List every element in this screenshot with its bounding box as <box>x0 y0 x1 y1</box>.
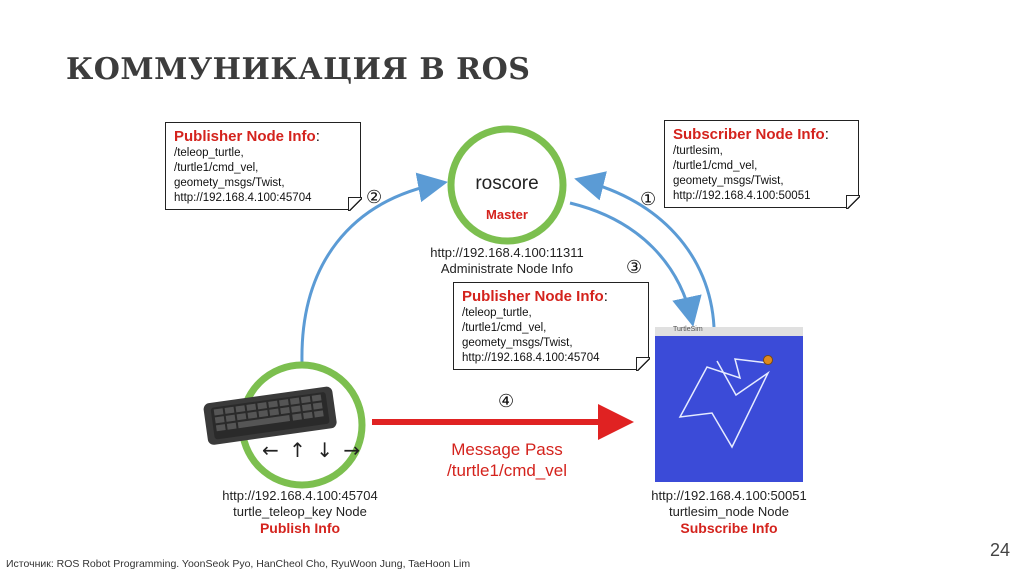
teleop-role: Publish Info <box>259 520 341 536</box>
subscriber-note-line: /turtlesim, <box>673 145 723 157</box>
step-1: ① <box>640 189 657 210</box>
subscriber-note-title: Subscriber Node Info <box>673 126 825 143</box>
roscore-uri: http://192.168.4.100:11311 <box>430 245 584 260</box>
message-pass-topic: /turtle1/cmd_vel <box>447 461 567 480</box>
roscore-circle <box>447 125 567 245</box>
teleop-node-suffix: Node <box>332 504 367 519</box>
message-pass-title: Message Pass <box>451 440 563 459</box>
turtlesim-role: Subscribe Info <box>680 520 778 536</box>
teleop-uri: http://192.168.4.100:45704 <box>222 488 378 503</box>
subscriber-note-line: http://192.168.4.100:50051 <box>673 190 811 202</box>
turtlesim-overlay <box>678 355 773 449</box>
turtlesim-info: http://192.168.4.100:50051 turtlesim_nod… <box>619 488 839 536</box>
turtlesim-title-bar: TurtleSim <box>655 326 803 336</box>
roscore-desc: Administrate Node Info <box>440 261 574 276</box>
arrow-keys-label: ← ↑ ↓ → <box>262 438 363 462</box>
turtlesim-window: TurtleSim <box>655 326 803 482</box>
publisher-note-mid-title: Publisher Node Info <box>462 288 604 305</box>
step-2: ② <box>366 187 383 208</box>
publisher-note-top-line: /teleop_turtle, <box>174 147 244 159</box>
roscore-label: roscore <box>475 173 539 194</box>
teleop-info: http://192.168.4.100:45704 turtle_teleop… <box>200 488 400 536</box>
page-number: 24 <box>989 540 1010 560</box>
publisher-note-mid-line: /teleop_turtle, <box>462 307 532 319</box>
subscriber-note: Subscriber Node Info: /turtlesim, /turtl… <box>664 120 860 209</box>
subscriber-note-line: geomety_msgs/Twist, <box>673 175 784 187</box>
turtle-path <box>678 358 770 449</box>
subscriber-note-line: /turtle1/cmd_vel, <box>673 160 758 172</box>
arrow-register-subscriber <box>574 171 716 328</box>
teleop-node-name: turtle_teleop_key <box>233 504 333 519</box>
subscriber-note-colon: : <box>824 126 829 143</box>
publisher-note-top-line: http://192.168.4.100:45704 <box>174 192 312 204</box>
publisher-note-mid: Publisher Node Info: /teleop_turtle, /tu… <box>453 282 650 371</box>
turtlesim-node-name: turtlesim_node Node <box>669 504 789 519</box>
publisher-note-mid-line: geomety_msgs/Twist, <box>462 337 573 349</box>
message-pass-label: Message Pass /turtle1/cmd_vel <box>412 439 602 481</box>
publisher-note-top-title: Publisher Node Info <box>174 128 316 145</box>
step-4: ④ <box>498 391 515 412</box>
publisher-note-top-line: /turtle1/cmd_vel, <box>174 162 259 174</box>
turtlesim-uri: http://192.168.4.100:50051 <box>651 488 807 503</box>
turtle-marker <box>763 355 773 365</box>
slide-title: КОММУНИКАЦИЯ В ROS <box>66 52 531 87</box>
arrow-register-publisher <box>300 172 448 364</box>
publisher-note-mid-colon: : <box>603 288 608 305</box>
diagram-graphics <box>203 125 775 489</box>
publisher-note-mid-line: http://192.168.4.100:45704 <box>462 352 600 364</box>
ros-communication-figure: TurtleSim Publisher Node Info: /teleop_t… <box>150 95 873 550</box>
roscore-info: http://192.168.4.100:11311 Administrate … <box>407 245 607 277</box>
turtlesim-window-title: TurtleSim <box>673 326 703 333</box>
keyboard-image <box>203 386 337 445</box>
publisher-note-top-colon: : <box>315 128 320 145</box>
publisher-note-top-line: geomety_msgs/Twist, <box>174 177 285 189</box>
roscore-role: Master <box>486 207 528 222</box>
publisher-note-top: Publisher Node Info: /teleop_turtle, /tu… <box>165 122 362 211</box>
publisher-note-mid-line: /turtle1/cmd_vel, <box>462 322 547 334</box>
source-citation: Источник: ROS Robot Programming. YoonSeo… <box>6 558 471 570</box>
step-3: ③ <box>626 257 643 278</box>
arrow-provide-publisher-info <box>569 201 702 327</box>
